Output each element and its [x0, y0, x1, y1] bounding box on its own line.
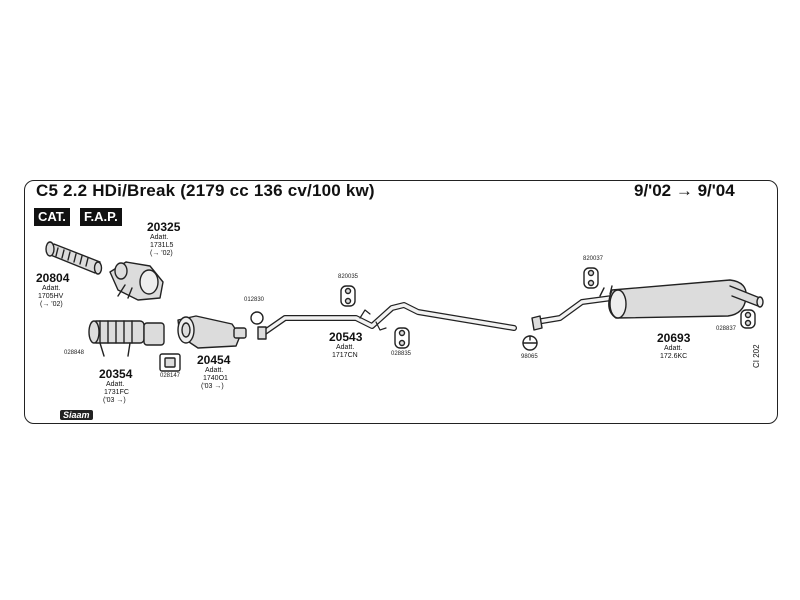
- part-note-20454-3: ('03 →): [201, 383, 224, 390]
- part-number-20543: 20543: [329, 330, 363, 344]
- code-028848: 028848: [64, 350, 85, 356]
- part-number-20693: 20693: [657, 331, 691, 345]
- code-028837: 028837: [716, 326, 737, 332]
- part-note-20354-2: 1731FC: [104, 389, 129, 396]
- part-note-20454-2: 1740O1: [203, 375, 228, 382]
- code-028147: 028147: [160, 373, 181, 379]
- cat-badge: CAT.: [34, 208, 70, 226]
- catalyst-20454: [177, 315, 247, 349]
- code-820037: 820037: [583, 256, 604, 262]
- part-note-20325-2: 1731L5: [150, 242, 174, 249]
- vehicle-title: C5 2.2 HDi/Break (2179 cc 136 cv/100 kw): [36, 181, 375, 200]
- intermediate-pipe-20543: [257, 302, 517, 340]
- part-number-20454: 20454: [197, 353, 231, 367]
- code-820035: 820035: [338, 274, 359, 280]
- part-note-20693-2: 172.6KC: [660, 353, 688, 360]
- part-note-20804-1: Adatt.: [42, 285, 61, 292]
- part-number-20354: 20354: [99, 367, 133, 381]
- clamp-98065: [522, 335, 538, 351]
- part-number-20325: 20325: [147, 220, 181, 234]
- diagram-code: CI 202: [752, 344, 761, 368]
- part-note-20325-1: Adatt.: [150, 234, 169, 241]
- rear-silencer-20693: [531, 279, 764, 331]
- hanger-028835: [394, 327, 410, 349]
- part-note-20325-3: (→ '02): [150, 250, 173, 257]
- flex-pipe-20354: [88, 320, 165, 357]
- hanger-820037: [583, 267, 599, 289]
- clamp-012830: [250, 311, 264, 325]
- hanger-028837: [740, 309, 756, 329]
- part-note-20454-1: Adatt.: [205, 367, 224, 374]
- part-note-20804-3: (→ '02): [40, 301, 63, 308]
- flex-pipe-20804: [45, 241, 103, 275]
- part-note-20354-1: Adatt.: [106, 381, 125, 388]
- part-note-20804-2: 1705HV: [38, 293, 64, 300]
- part-note-20543-1: Adatt.: [336, 344, 355, 351]
- code-98065: 98065: [521, 354, 538, 360]
- brand-logo: Siaam: [60, 410, 93, 420]
- code-012830: 012830: [244, 297, 265, 303]
- catalyst-20325: [109, 261, 164, 301]
- hanger-820035: [340, 285, 356, 307]
- code-028835: 028835: [391, 351, 412, 357]
- part-note-20693-1: Adatt.: [664, 345, 683, 352]
- part-note-20354-3: ('03 →): [103, 397, 126, 404]
- fap-badge: F.A.P.: [80, 208, 122, 226]
- part-note-20543-2: 1717CN: [332, 352, 358, 359]
- production-period: 9/'02 → 9/'04: [634, 181, 735, 200]
- part-number-20804: 20804: [36, 271, 70, 285]
